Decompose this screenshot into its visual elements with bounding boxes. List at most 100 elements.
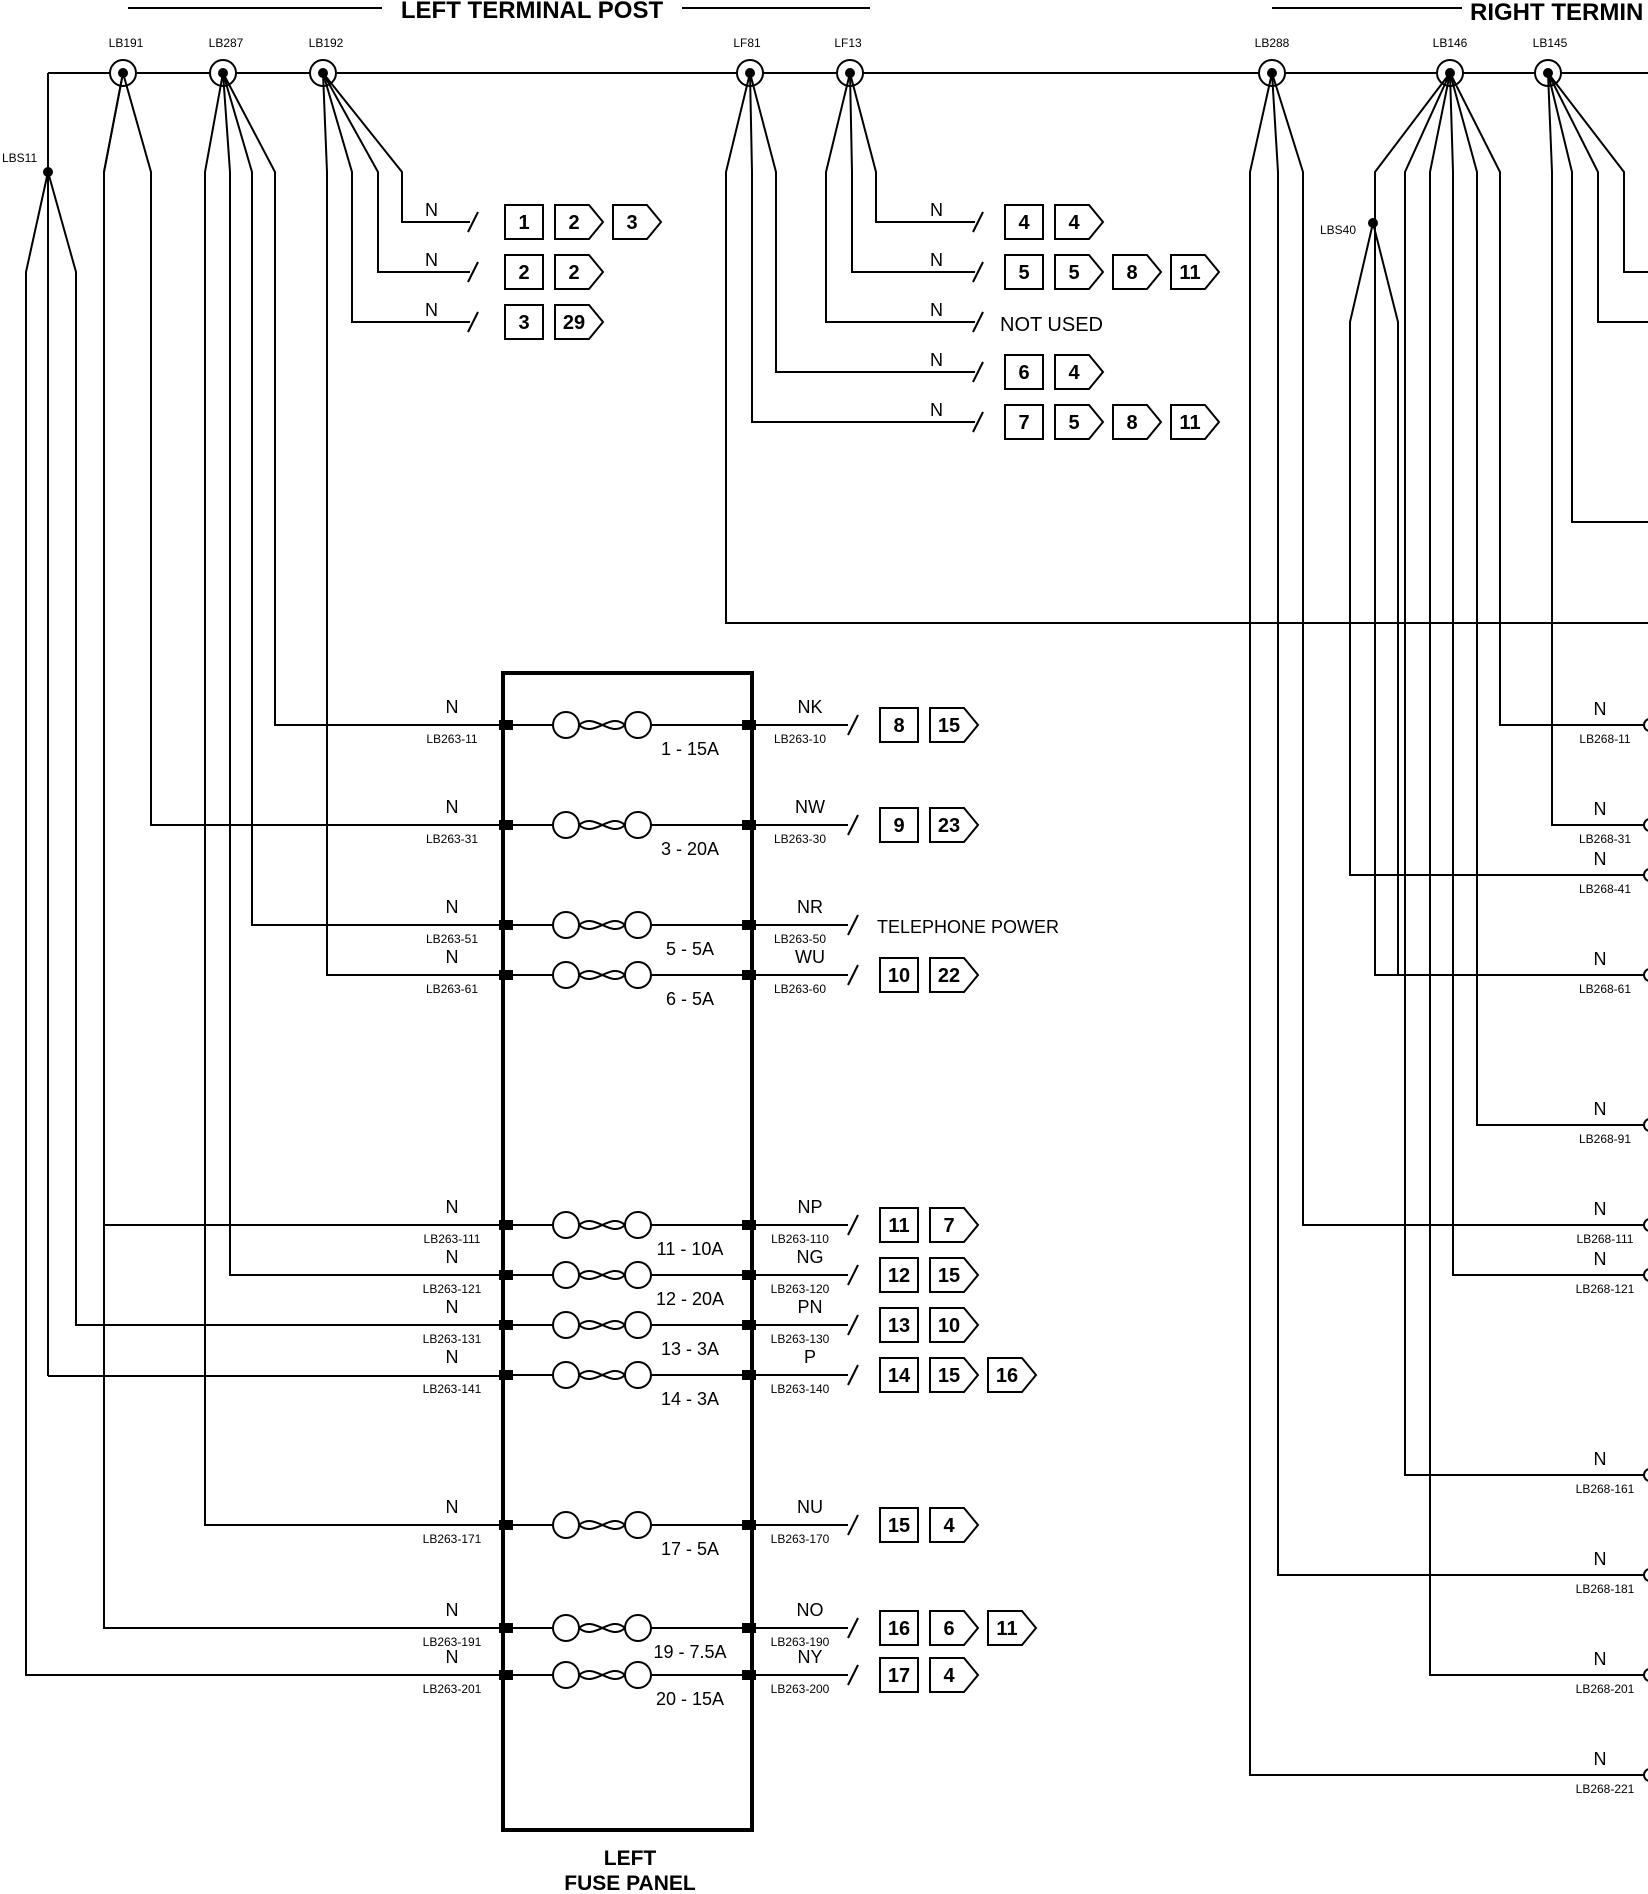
fuse-element — [578, 819, 626, 831]
ref-arrow-label: 29 — [563, 312, 585, 334]
wire-lb145-branch-a — [1547, 72, 1648, 523]
fuse-symbol-left — [552, 1661, 580, 1689]
wire-break-tick — [467, 211, 479, 233]
fuse-output-terminal — [742, 1623, 756, 1633]
splice-dot-lbs11 — [43, 167, 53, 177]
ref-arrow — [554, 204, 605, 240]
ref-arrow-label: 8 — [1126, 412, 1137, 434]
fuse-input-terminal — [499, 1320, 513, 1330]
wire-lb146-to-61 — [1374, 72, 1648, 976]
fuse-input-code: N — [446, 1647, 459, 1667]
fuse-element — [578, 969, 626, 981]
wire-code-label: N — [930, 350, 943, 370]
wire-break-tick — [972, 361, 984, 383]
ref-arrow — [929, 1207, 980, 1243]
ref-arrow-label: 10 — [938, 1315, 960, 1337]
fuse-symbol-left — [552, 811, 580, 839]
ref-box — [879, 1207, 919, 1243]
ref-box — [879, 1257, 919, 1293]
ref-arrow-label: 8 — [1126, 262, 1137, 284]
fuse-input-code: N — [446, 697, 459, 717]
ref-arrow — [1112, 404, 1163, 440]
ref-box — [504, 254, 544, 290]
fuse-output-terminal — [742, 1520, 756, 1530]
wire-lb288-to-221 — [1249, 72, 1648, 1776]
fuse-output-terminal-id: LB263-60 — [774, 982, 826, 996]
ref-box — [879, 807, 919, 843]
right-terminal-code: N — [1594, 849, 1607, 869]
fuse-input-terminal-id: LB263-191 — [423, 1635, 482, 1649]
fuse-input-terminal-id: LB263-141 — [423, 1382, 482, 1396]
fuse-input-code: N — [446, 1600, 459, 1620]
fuse-output-terminal — [742, 1670, 756, 1680]
wire-lb146-to-11 — [1449, 72, 1648, 726]
right-terminal-id: LB268-31 — [1579, 832, 1631, 846]
ref-box — [879, 707, 919, 743]
fuse-rating: 1 - 15A — [661, 739, 719, 759]
fuse-output-terminal-id: LB263-110 — [771, 1232, 829, 1246]
wire-lb287-to-fuse-17 — [204, 72, 503, 1526]
ref-arrow-label: 4 — [1068, 212, 1080, 234]
wire-lb287-to-fuse-12 — [222, 72, 503, 1276]
ref-arrow-label: 11 — [996, 1618, 1017, 1640]
header-left-post: LEFT TERMINAL POST — [128, 0, 870, 24]
fuse-symbol-right — [624, 1361, 652, 1389]
fuse-symbol-left — [552, 1511, 580, 1539]
fuse-symbol-left — [552, 1361, 580, 1389]
wire-lb192-ref-1 — [322, 72, 470, 223]
fuse-output-terminal — [742, 1320, 756, 1330]
ref-arrow — [554, 304, 605, 340]
ref-arrow-label: 16 — [996, 1365, 1018, 1387]
fuse-element — [578, 1622, 626, 1634]
ref-box — [879, 957, 919, 993]
ref-arrow-label: 11 — [1179, 412, 1200, 434]
fuse-output-terminal-id: LB263-120 — [771, 1282, 830, 1296]
wire-lf13-not-used — [825, 72, 975, 323]
fuse-symbol-left — [552, 1311, 580, 1339]
right-terminal-id: LB268-161 — [1576, 1482, 1635, 1496]
fuse-input-code: N — [446, 1297, 459, 1317]
fuse-input-terminal — [499, 820, 513, 830]
fuse-input-code: N — [446, 797, 459, 817]
fuse-output-terminal-id: LB263-10 — [774, 732, 826, 746]
ref-box — [879, 1610, 919, 1646]
wire-break-tick — [847, 1214, 859, 1236]
wire-lb146-to-161 — [1404, 72, 1648, 1476]
right-terminal-code: N — [1594, 1549, 1607, 1569]
post-label: LB287 — [209, 36, 244, 50]
left-post-title: LEFT TERMINAL POST — [401, 0, 664, 24]
wire-break-tick — [847, 814, 859, 836]
fuse-symbol-left — [552, 1211, 580, 1239]
fuse-rating: 14 - 3A — [661, 1389, 719, 1409]
fuse-input-code: N — [446, 947, 459, 967]
right-terminal-id: LB268-91 — [1579, 1132, 1631, 1146]
right-terminal-code: N — [1594, 1249, 1607, 1269]
fuse-panel-title: LEFT — [604, 1847, 657, 1870]
fuse-element — [578, 919, 626, 931]
right-terminal-connector — [1643, 1668, 1648, 1682]
wire-break-tick — [972, 411, 984, 433]
ref-box — [504, 204, 544, 240]
right-terminal-code: N — [1594, 699, 1607, 719]
fuse-symbol-right — [624, 811, 652, 839]
ref-box-label: 17 — [888, 1665, 910, 1687]
fuse-output-code: NO — [797, 1600, 824, 1620]
wire-code-label: N — [930, 250, 943, 270]
wire-lbs40-to-41 — [1349, 222, 1648, 876]
fuse-output-code: NY — [797, 1647, 822, 1667]
ref-arrow — [929, 1507, 980, 1543]
ref-box-label: 4 — [1018, 212, 1030, 234]
right-terminal-code: N — [1594, 949, 1607, 969]
wire-lb192-to-fuse-6 — [322, 72, 503, 976]
